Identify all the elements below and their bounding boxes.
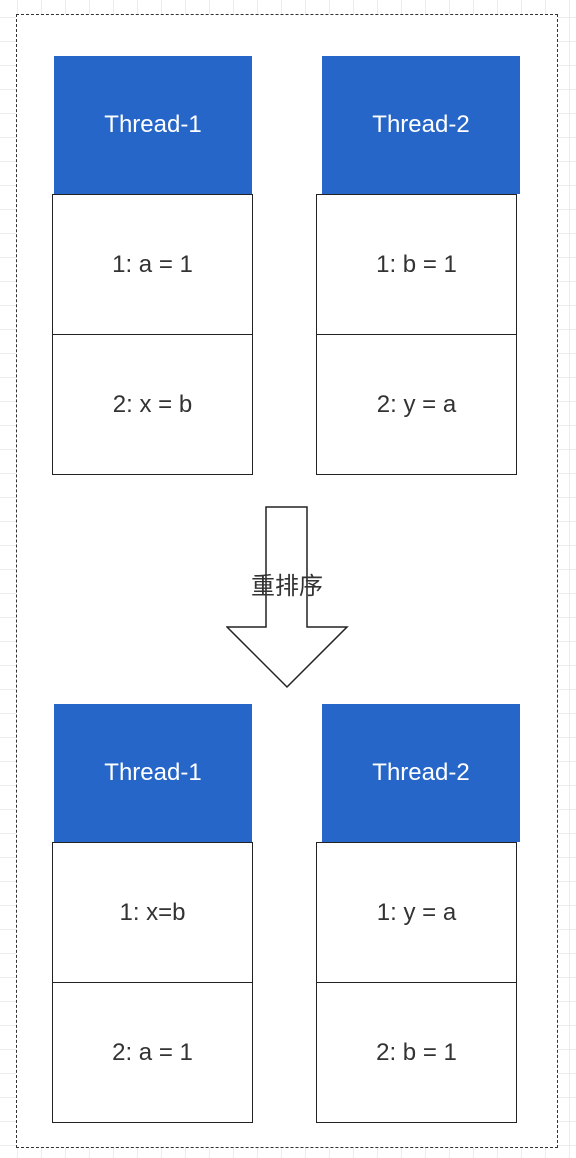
reorder-label: 重排序 bbox=[251, 572, 323, 600]
top-thread1-row-2: 2: x = b bbox=[52, 334, 253, 475]
bottom-thread1-row-1: 1: x=b bbox=[52, 842, 253, 983]
top-thread1-row-1: 1: a = 1 bbox=[52, 194, 253, 335]
bottom-thread2-row-1: 1: y = a bbox=[316, 842, 517, 983]
reorder-arrow bbox=[226, 506, 349, 689]
bottom-thread1-header: Thread-1 bbox=[54, 704, 252, 842]
down-arrow-shape bbox=[226, 506, 349, 689]
bottom-thread2-header: Thread-2 bbox=[322, 704, 520, 842]
top-thread2-header: Thread-2 bbox=[322, 56, 520, 194]
top-thread2-row-1: 1: b = 1 bbox=[316, 194, 517, 335]
top-thread2-row-2: 2: y = a bbox=[316, 334, 517, 475]
top-thread1-header: Thread-1 bbox=[54, 56, 252, 194]
bottom-thread1-row-2: 2: a = 1 bbox=[52, 982, 253, 1123]
bottom-thread2-row-2: 2: b = 1 bbox=[316, 982, 517, 1123]
